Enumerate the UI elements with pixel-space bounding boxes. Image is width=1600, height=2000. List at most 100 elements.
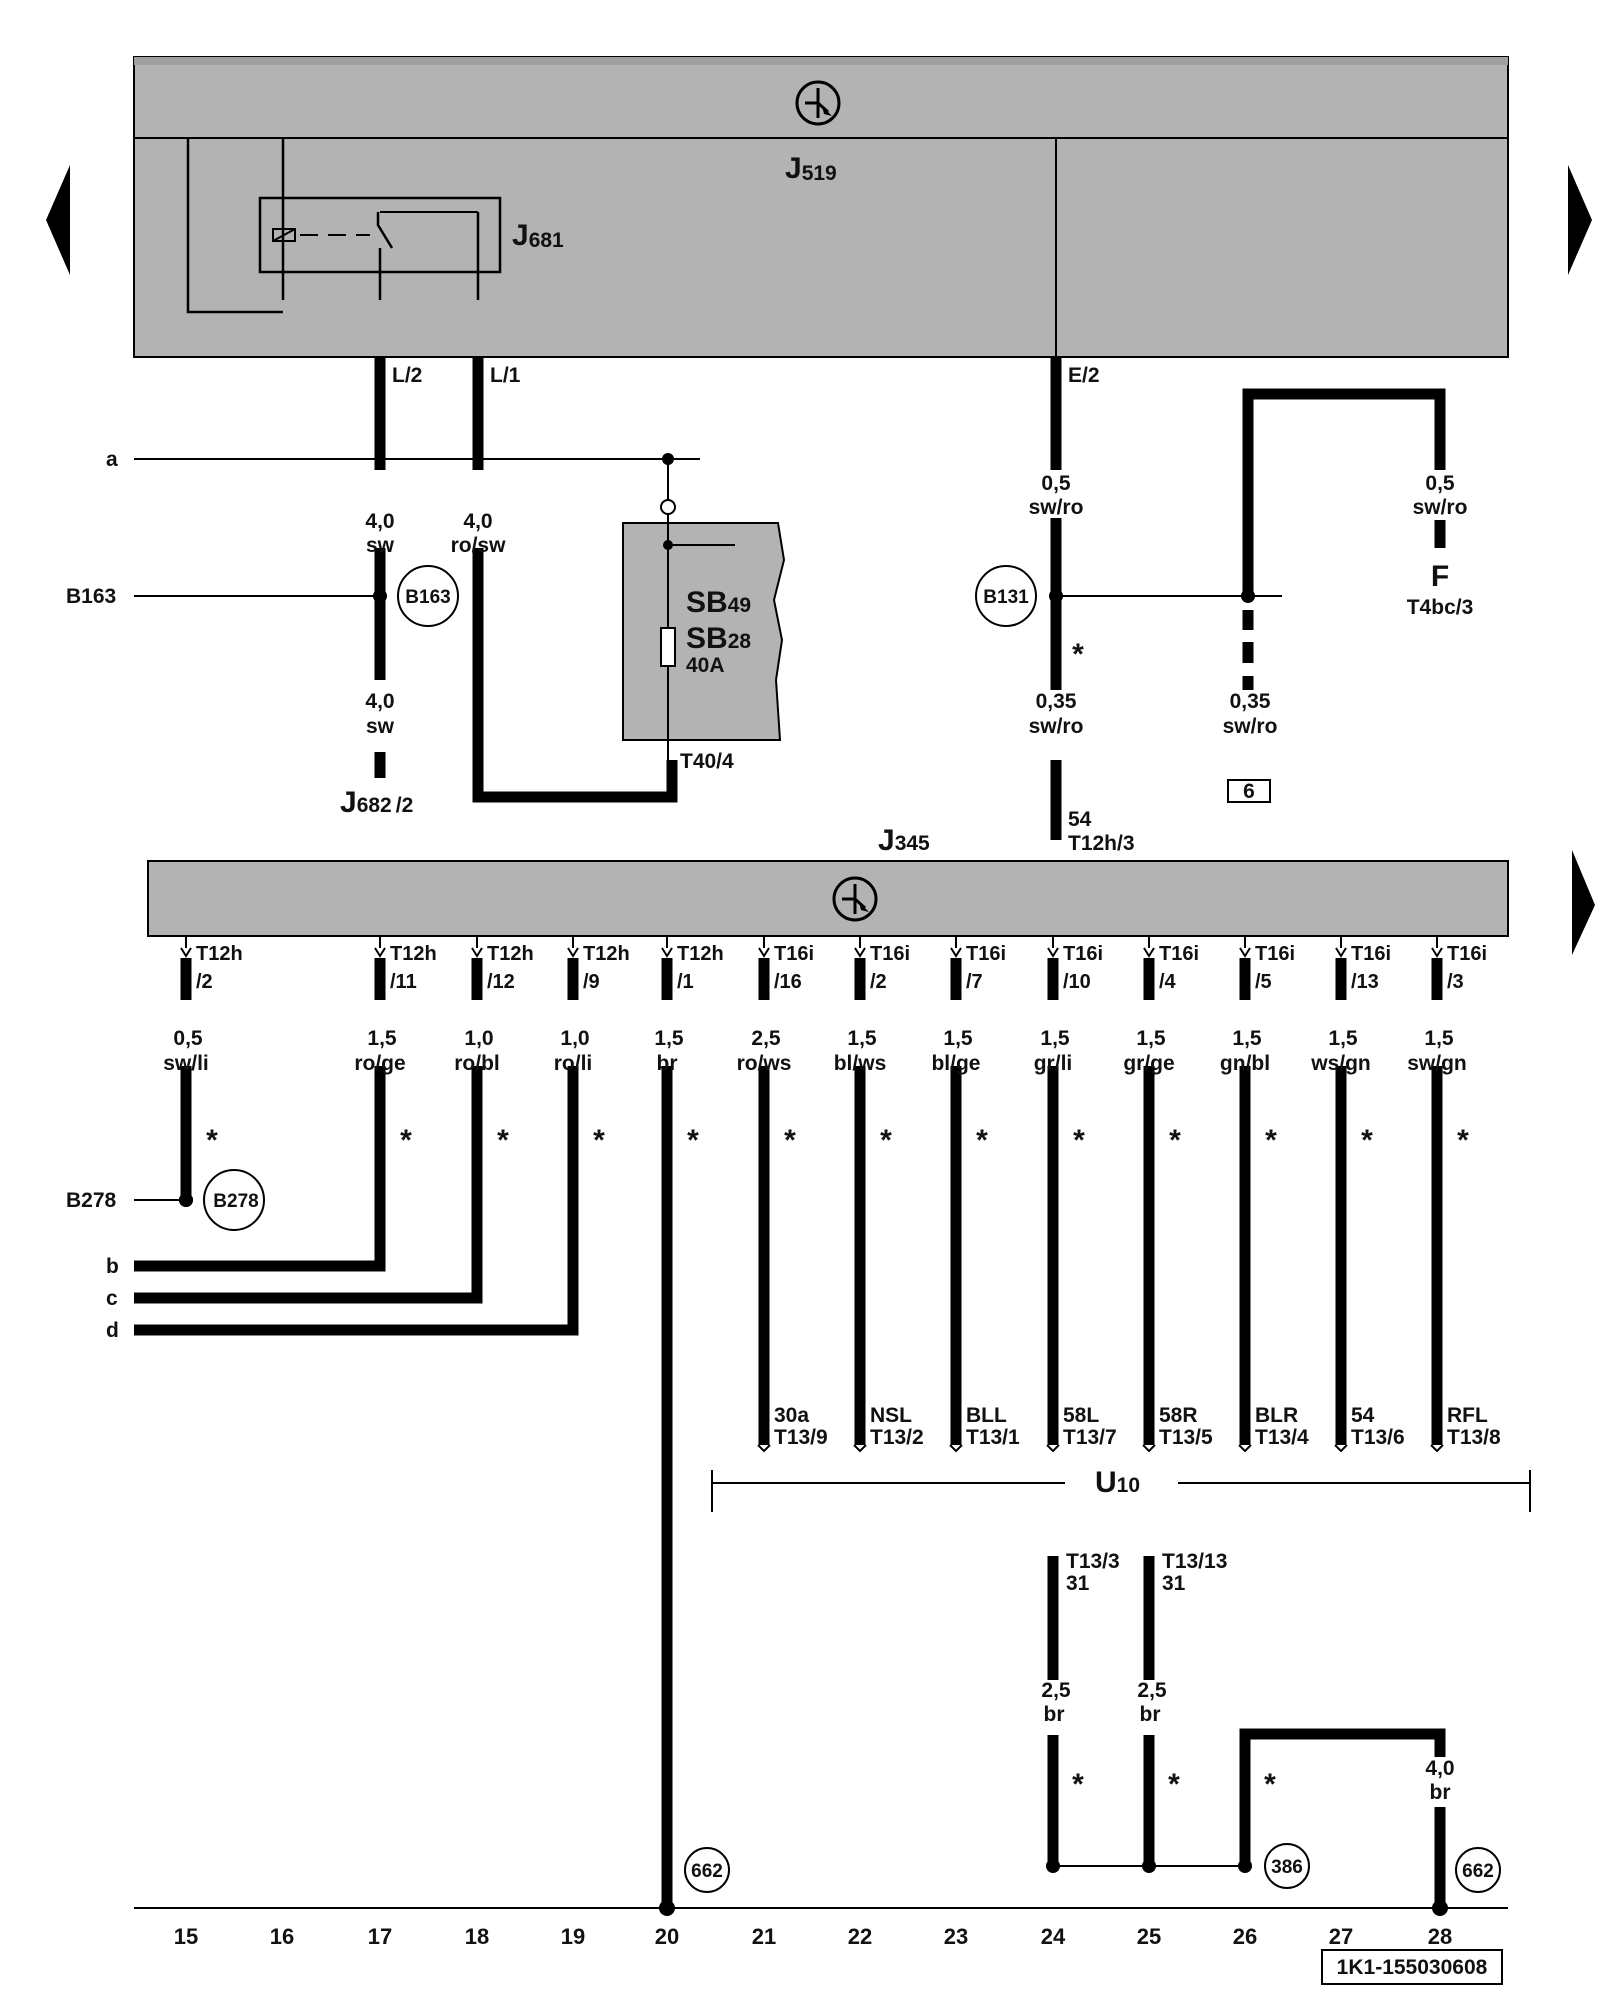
pin-wire-0: T12h/20,5sw/li* xyxy=(163,936,243,1207)
t13-13: T13/13 xyxy=(1162,1550,1227,1573)
terminal-label: 58L xyxy=(1063,1404,1099,1427)
wire-color: ro/bl xyxy=(454,1052,500,1075)
l1-connector: L/1 xyxy=(490,364,521,387)
node-b278: B278 xyxy=(213,1191,258,1212)
node-662-b: 662 xyxy=(1462,1861,1494,1882)
connector-t12h3: T12h/3 xyxy=(1068,832,1135,855)
asterisk: * xyxy=(880,1124,892,1157)
electronic-module-icon xyxy=(832,876,878,922)
terminal-connector: T13/2 xyxy=(870,1426,924,1449)
ground-section: T13/3 31 T13/13 31 2,5 br 2,5 br 4,0 br … xyxy=(659,1150,1501,1916)
wire-color: ro/li xyxy=(554,1052,593,1075)
asterisk: * xyxy=(687,1124,699,1157)
side-label-d: d xyxy=(106,1319,119,1342)
pin-number: /5 xyxy=(1255,971,1272,993)
t13-13-terminal: 31 xyxy=(1162,1572,1186,1595)
j681-relay: J681 xyxy=(186,138,564,314)
column-number: 27 xyxy=(1329,1924,1353,1949)
pin-connector: T12h xyxy=(196,943,243,965)
wire-size: 4,0 xyxy=(365,690,394,713)
wire-color: sw/ro xyxy=(1223,715,1278,738)
pin-connector: T16i xyxy=(774,943,814,965)
side-label-b: b xyxy=(106,1255,119,1278)
fuse-rating: 40A xyxy=(686,654,725,677)
pin-number: /13 xyxy=(1351,971,1379,993)
fuse-sb28: SB28 xyxy=(686,622,751,655)
wire-size: 4,0 xyxy=(1425,1757,1454,1780)
pin-connector: T12h xyxy=(583,943,630,965)
asterisk: * xyxy=(593,1124,605,1157)
wire-size: 1,0 xyxy=(464,1027,493,1050)
pin-connector: T16i xyxy=(1063,943,1103,965)
wire-color: sw/li xyxy=(163,1052,209,1075)
f-terminal: T4bc/3 xyxy=(1407,596,1474,619)
wire-size: 1,5 xyxy=(1328,1027,1358,1050)
wire-color: ws/gn xyxy=(1310,1052,1371,1075)
terminal-label: BLL xyxy=(966,1404,1007,1427)
terminal-label: 58R xyxy=(1159,1404,1198,1427)
terminal-label: BLR xyxy=(1255,1404,1298,1427)
next-page-arrow[interactable] xyxy=(1568,165,1592,275)
column-number: 26 xyxy=(1233,1924,1257,1949)
column-number: 15 xyxy=(174,1924,198,1949)
page-ref-box[interactable] xyxy=(1227,779,1271,803)
electronic-module-icon xyxy=(795,80,841,126)
column-number: 16 xyxy=(270,1924,294,1949)
terminal-connector: T13/6 xyxy=(1351,1426,1405,1449)
j345-control-unit: J345 xyxy=(147,824,1509,937)
column-number: 24 xyxy=(1041,1924,1066,1949)
asterisk: * xyxy=(206,1124,218,1157)
wire-color: bl/ge xyxy=(931,1052,980,1075)
f-label: F xyxy=(1431,560,1449,593)
asterisk: * xyxy=(1168,1768,1180,1801)
wire-color: sw/ro xyxy=(1029,715,1084,738)
pin-connector: T12h xyxy=(487,943,534,965)
pin-wire-1: T12h/111,5ro/ge* xyxy=(354,936,437,1157)
top-wire-labels: L/2 L/1 E/2 4,0 sw 4,0 ro/sw 4,0 sw J682… xyxy=(66,364,1473,855)
j345-pins: T12h/20,5sw/li*T12h/111,5ro/ge*T12h/121,… xyxy=(163,936,1501,1453)
l2-connector: L/2 xyxy=(392,364,422,387)
connector-54: 54 xyxy=(1068,808,1092,831)
asterisk: * xyxy=(1072,1768,1084,1801)
asterisk: * xyxy=(784,1124,796,1157)
u10-bracket: U10 xyxy=(711,1466,1531,1512)
wire-size: 1,0 xyxy=(560,1027,589,1050)
pin-number: /2 xyxy=(196,971,213,993)
side-feeders: B278 B278 b c d xyxy=(66,1150,579,1342)
terminal-label: RFL xyxy=(1447,1404,1488,1427)
terminal-label: 30a xyxy=(774,1404,809,1427)
next-page-arrow-lower[interactable] xyxy=(1572,850,1595,955)
column-number: 28 xyxy=(1428,1924,1452,1949)
footer-code-box: 1K1-155030608 xyxy=(1321,1949,1503,1985)
wire-color: sw/gn xyxy=(1407,1052,1467,1075)
wire-size: 0,35 xyxy=(1230,690,1271,713)
pin-connector: T16i xyxy=(870,943,910,965)
pin-number: /7 xyxy=(966,971,983,993)
asterisk: * xyxy=(497,1124,509,1157)
t13-3: T13/3 xyxy=(1066,1550,1120,1573)
terminal-label: 54 xyxy=(1351,1404,1375,1427)
terminal-connector: T13/4 xyxy=(1255,1426,1309,1449)
wire-color: gr/li xyxy=(1034,1052,1073,1075)
asterisk: * xyxy=(1072,638,1084,671)
pin-number: /3 xyxy=(1447,971,1464,993)
asterisk: * xyxy=(976,1124,988,1157)
fuse-sb49: SB49 xyxy=(686,586,751,619)
terminal-connector: T13/1 xyxy=(966,1426,1020,1449)
column-number: 20 xyxy=(655,1924,679,1949)
fuse-holder: SB49 SB28 40A T40/4 xyxy=(622,514,786,773)
page-ref-label: 6 xyxy=(1243,780,1255,803)
pin-number: /10 xyxy=(1063,971,1091,993)
wire-size: 1,5 xyxy=(367,1027,397,1050)
pin-number: /11 xyxy=(390,971,417,993)
wire-size: 0,35 xyxy=(1036,690,1077,713)
wire-color: ro/ws xyxy=(737,1052,792,1075)
prev-page-arrow[interactable] xyxy=(46,165,70,275)
pin-connector: T16i xyxy=(1351,943,1391,965)
pin-number: /12 xyxy=(487,971,515,993)
